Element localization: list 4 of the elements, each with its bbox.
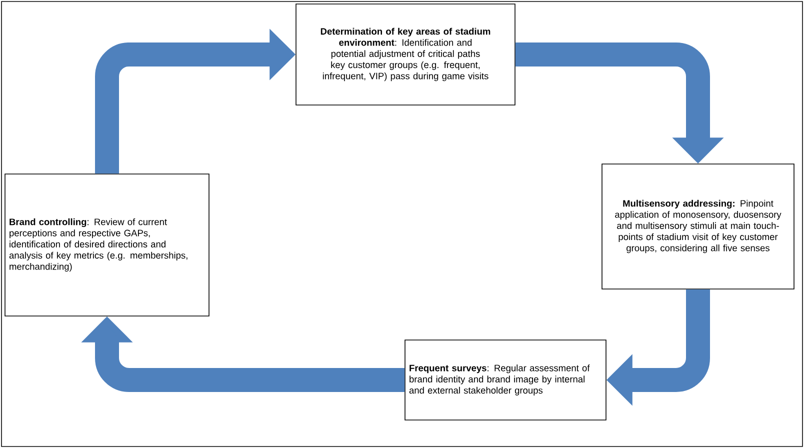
process-box: Brand controlling: Review of current perceptions and respective GAPs, identification of desired directions and analysis of key metrics (e.g. memberships, merchandizing) <box>4 174 210 316</box>
process-box: Frequent surveys: Regular assessment of brand identity and brand image by internal and external stakeholder groups <box>404 340 606 420</box>
process-box: Multisensory addressing: Pinpoint application of monosensory, duosensory and multisensory stimuli at main touch-points of stadium visit of key customer groups, considering all five senses <box>602 164 794 290</box>
process-box: Determination of key areas of stadium environment: Identification and potential adjustment of critical paths key customer groups (e.g. frequent, infrequent, VIP) pass during game visits <box>296 4 516 106</box>
